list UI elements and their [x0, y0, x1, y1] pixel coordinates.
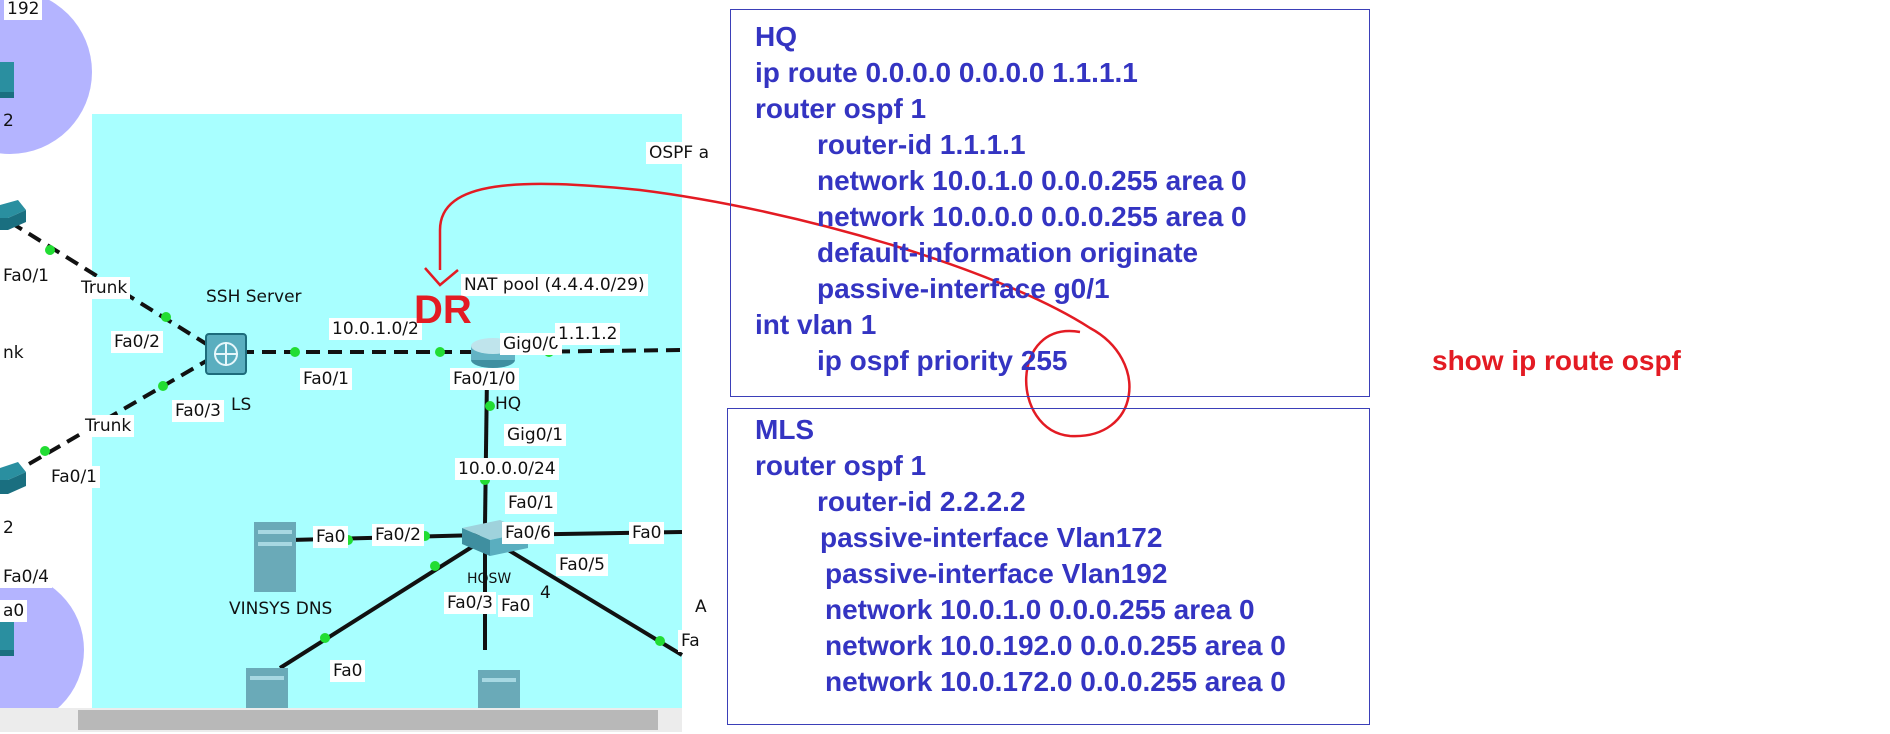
link-label: Gig0/0	[500, 333, 563, 355]
config-line: network 10.0.1.0 0.0.0.255 area 0	[825, 594, 1255, 625]
link-dot	[320, 633, 330, 643]
partial-label: A	[695, 597, 707, 617]
device-label: SSH Server	[206, 287, 302, 307]
link-dot	[290, 347, 300, 357]
partial-label: 2	[3, 111, 14, 131]
config-line: network 10.0.192.0 0.0.0.255 area 0	[825, 630, 1286, 661]
link-label: Fa0	[629, 522, 665, 544]
link-label: Gig0/1	[504, 424, 567, 446]
link-label: Fa	[678, 630, 703, 652]
vlan-circle-top	[0, 0, 92, 154]
config-line: router-id 2.2.2.2	[817, 486, 1026, 517]
link-dot	[161, 312, 171, 322]
scrollbar-thumb[interactable]	[78, 710, 658, 730]
config-line: default-information originate	[817, 237, 1199, 268]
config-line: network 10.0.0.0 0.0.0.255 area 0	[817, 201, 1247, 232]
config-line: network 10.0.1.0 0.0.0.255 area 0	[817, 165, 1247, 196]
config-line: router ospf 1	[755, 450, 927, 481]
config-line: passive-interface Vlan192	[825, 558, 1168, 589]
link-label: Fa0/2	[111, 331, 163, 353]
link-label: Fa0/1	[0, 265, 52, 287]
link-dot	[435, 347, 445, 357]
config-line: ip ospf priority 255	[817, 345, 1068, 376]
partial-label: HQSW	[467, 571, 512, 587]
link-dot	[45, 245, 55, 255]
dr-label: DR	[414, 288, 472, 332]
hq-config-box: HQ ip route 0.0.0.0 0.0.0.0 1.1.1.1 rout…	[730, 9, 1370, 397]
link-label: Fa0/1	[505, 492, 557, 514]
link-dot	[40, 446, 50, 456]
mls-config-box: MLS router ospf 1 router-id 2.2.2.2 pass…	[727, 408, 1370, 725]
link-label: Fa0/1	[48, 466, 100, 488]
config-line: router-id 1.1.1.1	[817, 129, 1026, 160]
link-label: Fa0/1/0	[450, 368, 519, 390]
config-line: ip route 0.0.0.0 0.0.0.0 1.1.1.1	[755, 57, 1138, 88]
server-icon-bottom-left	[246, 668, 288, 710]
link-sw-bottom-right	[498, 543, 684, 657]
device-label: HQ	[495, 394, 522, 414]
link-label: Trunk	[78, 277, 131, 299]
config-line: network 10.0.172.0 0.0.0.255 area 0	[825, 666, 1286, 697]
link-dot	[655, 636, 665, 646]
partial-label: 2	[3, 518, 14, 538]
config-line: int vlan 1	[755, 309, 877, 340]
dr-annotation-arrow	[438, 182, 1131, 438]
link-label: Fa0/3	[172, 400, 224, 422]
multilayer-switch-icon	[205, 333, 247, 375]
link-label: Fa0/6	[502, 522, 554, 544]
config-line: passive-interface g0/1	[817, 273, 1110, 304]
pc-icon-top	[0, 62, 14, 98]
show-command-note: show ip route ospf	[1432, 345, 1681, 376]
link-label: Fa0/3	[444, 592, 496, 614]
link-label: Fa0/1	[300, 368, 352, 390]
link-label: Trunk	[82, 415, 135, 437]
pc-icon-bottom	[0, 620, 14, 656]
config-line: passive-interface Vlan172	[820, 522, 1163, 553]
link-dot	[430, 561, 440, 571]
device-label: LS	[231, 395, 252, 415]
link-hq-sw	[483, 374, 489, 526]
link-label: 1.1.1.2	[555, 323, 621, 345]
link-label: 4	[540, 583, 551, 603]
partial-label: a0	[0, 600, 28, 622]
device-label: VINSYS DNS	[229, 599, 333, 619]
link-dot	[485, 401, 495, 411]
config-line: router ospf 1	[755, 93, 927, 124]
switch-icon-top-left	[0, 200, 26, 230]
switch-icon-bottom-left	[0, 462, 26, 494]
arrowhead-icon	[424, 267, 459, 287]
link-sw-bottom-left	[278, 543, 477, 670]
config-title: HQ	[755, 21, 797, 52]
server-icon-dns	[254, 522, 296, 592]
link-label: Fa0	[330, 660, 366, 682]
link-label: Fa0/5	[556, 554, 608, 576]
partial-label: 192	[4, 0, 43, 20]
config-title: MLS	[755, 414, 815, 445]
link-dot	[158, 381, 168, 391]
link-label: Fa0	[498, 595, 534, 617]
link-label: Fa0/4	[0, 566, 52, 588]
link-label: NAT pool (4.4.4.0/29)	[461, 274, 648, 296]
link-label: nk	[0, 342, 27, 364]
link-label: Fa0	[313, 526, 349, 548]
partial-label: OSPF a	[646, 142, 713, 164]
link-label: 10.0.1.0/2	[329, 318, 422, 340]
link-label: 10.0.0.0/24	[455, 458, 559, 480]
link-label: Fa0/2	[372, 524, 424, 546]
server-icon-bottom	[478, 670, 520, 710]
